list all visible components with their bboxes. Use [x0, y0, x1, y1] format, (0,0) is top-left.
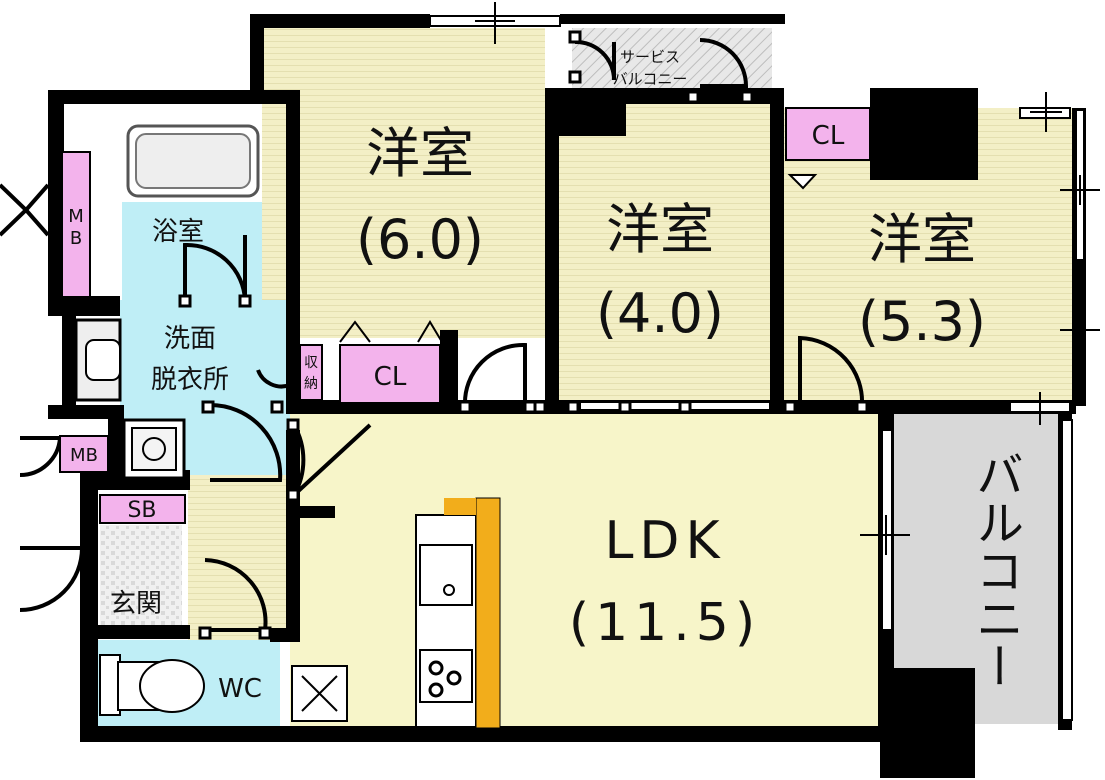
- bar-counter: [475, 497, 501, 729]
- mb-top-label-1: M: [68, 206, 84, 227]
- western-room-2-size: (4.0): [596, 282, 724, 345]
- ldk-floor: [290, 410, 880, 732]
- washroom-label-1: 洗面: [164, 324, 216, 354]
- bath-floor: [122, 202, 262, 302]
- mb-side-box: [59, 435, 109, 473]
- balcony-label: バルコニー: [967, 450, 1023, 690]
- western-room-3-name: 洋室: [868, 208, 976, 271]
- sb-box: [99, 494, 186, 524]
- closet-top: [785, 107, 871, 161]
- western-room-1-size: (6.0): [356, 208, 484, 271]
- service-balcony-label-2: バルコニー: [613, 70, 688, 88]
- western-room-2-name: 洋室: [606, 198, 714, 261]
- western-room-3-size: (5.3): [858, 290, 986, 353]
- wc-label: WC: [218, 674, 262, 704]
- western-room-1-name: 洋室: [366, 122, 474, 185]
- entrance-floor: [100, 525, 182, 625]
- storage-label-1: 収: [304, 355, 318, 371]
- washroom-label-2: 脱衣所: [151, 365, 229, 395]
- door-hinges: [178, 30, 869, 640]
- western-room-2-floor: [557, 103, 770, 401]
- storage-small: [299, 344, 323, 401]
- mb-side-label: MB: [70, 445, 98, 466]
- storage-label-2: 納: [304, 376, 318, 392]
- sb-label: SB: [127, 498, 156, 523]
- ldk-name: LDK: [604, 511, 725, 571]
- kitchen-counter: [415, 497, 501, 729]
- window-markers: [475, 2, 1100, 555]
- mb-top-label-2: B: [70, 228, 82, 249]
- service-balcony-label-1: サービス: [620, 48, 680, 66]
- entrance-label: 玄関: [110, 589, 162, 619]
- bath-label: 浴室: [152, 217, 204, 247]
- western-room-1-lower-floor: [300, 280, 545, 338]
- closet-middle-label: CL: [374, 362, 407, 392]
- closet-top-label: CL: [812, 121, 845, 151]
- mb-top-box: [61, 151, 91, 298]
- ldk-size: (11.5): [569, 593, 761, 653]
- toilet: [99, 654, 205, 716]
- closet-middle: [339, 344, 441, 404]
- doors: [0, 38, 865, 632]
